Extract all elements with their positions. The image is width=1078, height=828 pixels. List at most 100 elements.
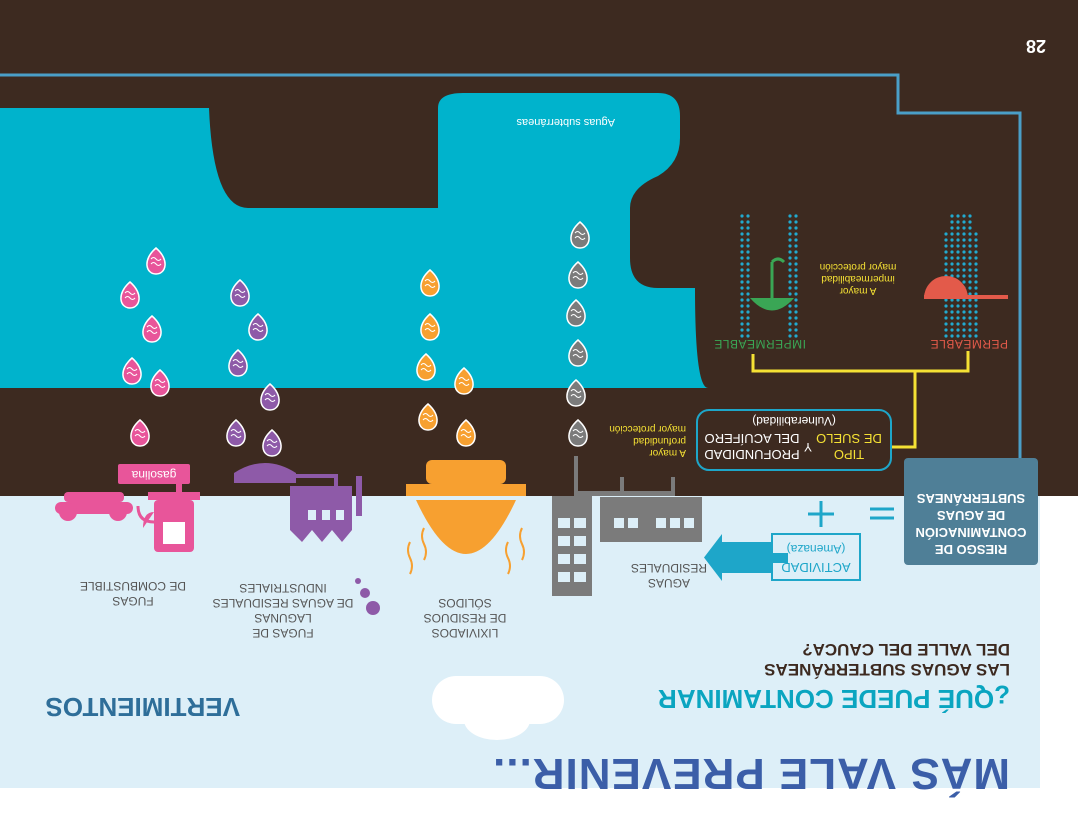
- contaminant-droplet: [568, 261, 588, 289]
- drainage-dot: [788, 262, 792, 266]
- drainage-dot: [740, 244, 744, 248]
- drainage-dot: [944, 316, 948, 320]
- fuel-line1: FUGAS: [112, 594, 154, 608]
- leachate-drips: [407, 527, 525, 575]
- risk-line3: DE AGUAS: [936, 508, 1006, 523]
- drainage-dot: [794, 244, 798, 248]
- drainage-dot: [944, 232, 948, 236]
- drainage-dot: [788, 232, 792, 236]
- umbrella-icon: [750, 257, 794, 311]
- lagoons-line1: FUGAS DE: [252, 626, 314, 640]
- drainage-dot: [974, 286, 978, 290]
- vulnerability-connector: [751, 351, 970, 449]
- wastewater-line1: AGUAS: [648, 576, 691, 590]
- drainage-dot: [968, 232, 972, 236]
- drainage-dot: [746, 262, 750, 266]
- drainage-dot: [788, 322, 792, 326]
- drainage-dot: [950, 250, 954, 254]
- drainage-dot: [974, 334, 978, 338]
- drainage-dot: [788, 256, 792, 260]
- question-line1: ¿QUÉ PUEDE CONTAMINAR: [658, 684, 1010, 714]
- drainage-dot: [740, 220, 744, 224]
- drainage-dot: [974, 304, 978, 308]
- activity-arrow-head: [704, 534, 722, 581]
- wastewater-label: AGUAS RESIDUALES: [614, 560, 724, 590]
- depth-note-line1: A mayor: [649, 447, 686, 458]
- drainage-dot: [746, 226, 750, 230]
- drainage-dot: [968, 304, 972, 308]
- contaminant-droplet: [230, 279, 250, 307]
- contaminant-droplet: [150, 369, 170, 397]
- drainage-dot: [962, 298, 966, 302]
- drainage-dot: [740, 268, 744, 272]
- drainage-dot: [950, 232, 954, 236]
- drainage-dot: [740, 274, 744, 278]
- drainage-dot: [968, 298, 972, 302]
- question-line3: DEL VALLE DEL CAUCA?: [802, 640, 1010, 659]
- drainage-dot: [968, 262, 972, 266]
- question-block: ¿QUÉ PUEDE CONTAMINAR LAS AGUAS SUBTERRÁ…: [650, 639, 1010, 714]
- drainage-dot: [950, 310, 954, 314]
- drainage-dot: [968, 220, 972, 224]
- drainage-dot: [974, 238, 978, 242]
- drainage-dot: [950, 316, 954, 320]
- drainage-dot: [740, 286, 744, 290]
- drainage-dot: [746, 292, 750, 296]
- drainage-dot: [950, 226, 954, 230]
- risk-line4: SUBTERRÁNEAS: [916, 491, 1026, 506]
- drainage-dot: [788, 316, 792, 320]
- aquifer-shape: [0, 93, 1078, 388]
- drainage-dot: [962, 280, 966, 284]
- drainage-dot: [950, 256, 954, 260]
- drainage-dot: [974, 310, 978, 314]
- drainage-dot: [950, 322, 954, 326]
- drainage-dot: [950, 244, 954, 248]
- drainage-dot: [968, 286, 972, 290]
- drainage-dot: [944, 238, 948, 242]
- drainage-dot: [746, 256, 750, 260]
- lagoons-line2: LAGUNAS: [254, 611, 312, 625]
- contaminant-droplet: [120, 281, 140, 309]
- drainage-dot: [968, 292, 972, 296]
- drainage-dot: [788, 286, 792, 290]
- drainage-dot: [962, 316, 966, 320]
- drainage-dot: [740, 280, 744, 284]
- drainage-dot: [794, 232, 798, 236]
- contaminant-droplet: [130, 419, 150, 447]
- drainage-dot: [746, 220, 750, 224]
- drainage-dot: [974, 232, 978, 236]
- drainage-dot: [788, 220, 792, 224]
- imperm-note-line3: mayor protección: [819, 261, 897, 272]
- risk-line1: RIESGO DE: [934, 542, 1008, 557]
- drainage-dot: [740, 214, 744, 218]
- drainage-dot: [968, 256, 972, 260]
- drainage-dot: [956, 220, 960, 224]
- lagoons-line4: INDUSTRIALES: [239, 581, 327, 595]
- drainage-dot: [962, 250, 966, 254]
- question-line2: LAS AGUAS SUBTERRÁNEAS: [764, 660, 1010, 679]
- drainage-dot: [794, 220, 798, 224]
- drainage-dot: [956, 238, 960, 242]
- contaminant-droplet: [454, 367, 474, 395]
- drainage-dot: [956, 214, 960, 218]
- activity-box-text: ACTIVIDAD (Amenaza): [772, 540, 860, 576]
- drainage-dot: [746, 316, 750, 320]
- drainage-dot: [956, 304, 960, 308]
- drainage-dot: [950, 298, 954, 302]
- drainage-dot: [740, 304, 744, 308]
- drainage-dot: [944, 250, 948, 254]
- drainage-dot: [740, 298, 744, 302]
- drainage-dot: [788, 250, 792, 254]
- leachate-line2: DE RESIDUOS: [423, 611, 507, 625]
- drainage-dot: [968, 214, 972, 218]
- drainage-dot: [746, 280, 750, 284]
- impermeable-label: IMPERMEABLE: [713, 337, 806, 351]
- equals-sign: [870, 507, 894, 520]
- drainage-dot: [740, 292, 744, 296]
- drainage-dot: [968, 322, 972, 326]
- drainage-dot: [962, 244, 966, 248]
- drainage-dot: [746, 298, 750, 302]
- depth-note-line3: mayor protección: [609, 423, 686, 434]
- contaminant-droplet: [418, 403, 438, 431]
